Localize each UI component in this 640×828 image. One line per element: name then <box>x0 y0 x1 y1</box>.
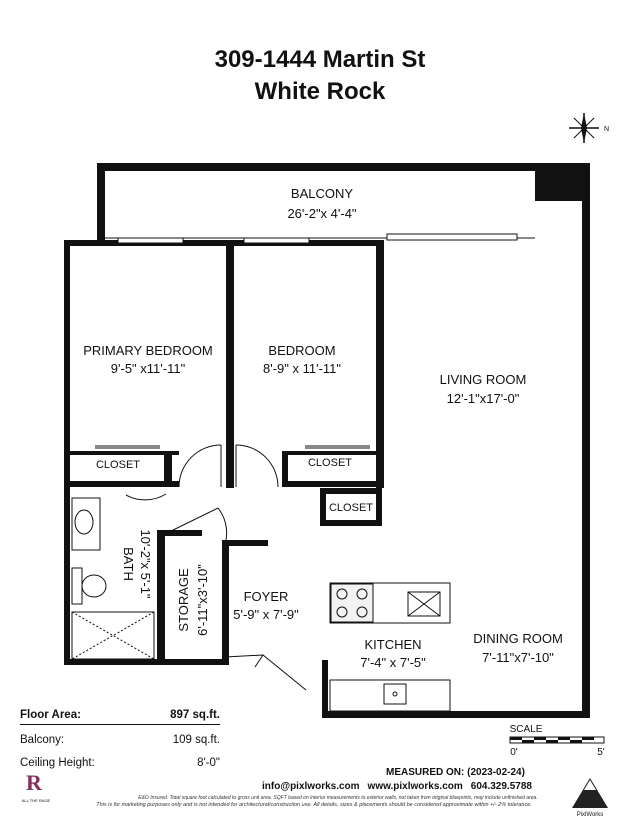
dining-room-dims: 7'-11"x7'-10" <box>482 650 554 665</box>
website-text[interactable]: www.pixlworks.com <box>367 781 463 792</box>
all-the-rage-logo: R ALL THE RAGE <box>22 770 51 803</box>
address-line-1: 309-1444 Martin St <box>214 46 426 73</box>
svg-text:R: R <box>26 770 43 795</box>
storage-dims: 6'-11"x3'-10" <box>195 564 210 636</box>
primary-bedroom-label: PRIMARY BEDROOM <box>83 343 213 358</box>
ceiling-height-value: 8'-0" <box>197 757 220 769</box>
living-room-label: LIVING ROOM <box>440 372 527 387</box>
address-line-2: White Rock <box>254 78 386 105</box>
ceiling-height-label: Ceiling Height: <box>20 757 95 769</box>
left-logo-text: ALL THE RAGE <box>22 798 51 803</box>
area-row-floor: Floor Area: 897 sq.ft. <box>20 709 220 725</box>
disclaimer-2: This is for marketing purposes only and … <box>96 802 532 808</box>
scale-label: SCALE <box>510 724 543 735</box>
balcony-right-wall <box>535 163 590 201</box>
storage-label: STORAGE <box>176 568 191 632</box>
bath-dims: 10'-2"x 5'-1" <box>138 529 153 598</box>
bedroom-dims: 8'-9" x 11'-11" <box>263 361 341 376</box>
closet-bedroom-label: CLOSET <box>308 457 352 469</box>
dining-room-label: DINING ROOM <box>473 631 563 646</box>
balcony-left-wall <box>97 163 105 241</box>
primary-bedroom-dims: 9'-5" x11'-11" <box>111 361 186 376</box>
scale-start: 0' <box>510 747 518 758</box>
window-strips <box>117 233 518 244</box>
balcony-label: BALCONY <box>291 186 353 201</box>
interior-walls <box>64 243 384 665</box>
kitchen-label: KITCHEN <box>364 637 421 652</box>
pixlworks-logo: PixlWorks <box>572 778 608 818</box>
area-table: Floor Area: 897 sq.ft. Balcony: 109 sq.f… <box>20 709 220 775</box>
balcony-dims: 26'-2"x 4'-4" <box>287 206 356 221</box>
floor-area-value: 897 sq.ft. <box>170 709 220 721</box>
closet-hall-label: CLOSET <box>329 502 373 514</box>
bath-label: BATH <box>121 547 136 581</box>
area-row-ceiling: Ceiling Height: 8'-0" <box>20 752 220 775</box>
closet-primary-label: CLOSET <box>96 459 140 471</box>
closet-rods <box>95 445 370 449</box>
disclaimer-1: E&O Insured. Total square foot calculate… <box>138 795 538 801</box>
phone-text[interactable]: 604.329.5788 <box>470 781 532 792</box>
bath-fixtures <box>71 497 155 660</box>
bedroom-label: BEDROOM <box>268 343 335 358</box>
balcony-area-value: 109 sq.ft. <box>172 734 220 746</box>
scale-end: 5' <box>597 747 605 758</box>
kitchen-dims: 7'-4" x 7'-5" <box>360 655 426 670</box>
area-row-balcony: Balcony: 109 sq.ft. <box>20 729 220 752</box>
foyer-label: FOYER <box>244 589 289 604</box>
kitchen-counters <box>329 582 451 712</box>
contact-line: info@pixlworks.com www.pixlworks.com 604… <box>262 781 532 792</box>
door-swings <box>125 444 307 691</box>
email-text[interactable]: info@pixlworks.com <box>262 781 360 792</box>
right-logo-text: PixlWorks <box>577 812 604 818</box>
compass-icon: N <box>569 113 609 143</box>
measured-on: MEASURED ON: (2023-02-24) <box>386 767 525 778</box>
foyer-dims: 5'-9" x 7'-9" <box>233 607 299 622</box>
compass-label: N <box>604 126 609 133</box>
living-room-dims: 12'-1"x17'-0" <box>447 391 520 406</box>
floor-area-label: Floor Area: <box>20 709 81 721</box>
balcony-area-label: Balcony: <box>20 734 65 746</box>
scale-bar: SCALE 0' 5' <box>509 724 605 758</box>
